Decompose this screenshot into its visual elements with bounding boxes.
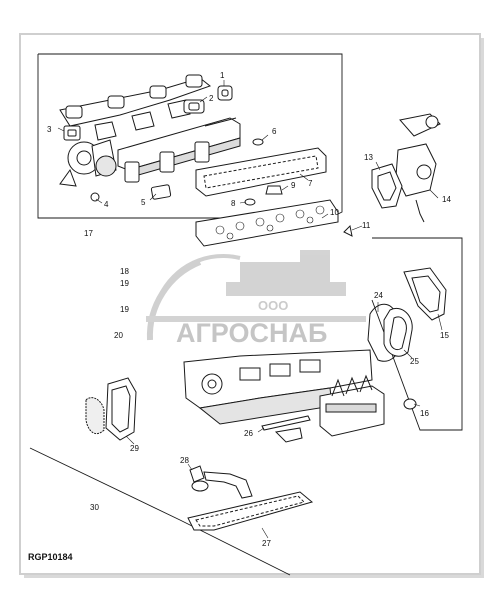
part-26-gasket-strip [261, 415, 311, 443]
part-3-gasket [63, 125, 81, 141]
callout-20: 20 [114, 331, 123, 340]
callout-11: 11 [362, 221, 371, 230]
part-5-gasket [150, 184, 172, 200]
part-16-o-ring [403, 398, 417, 410]
callout-3: 3 [47, 125, 52, 134]
part-29-front-cover-gasket [85, 377, 137, 441]
engine-block [183, 349, 373, 425]
tractor-gear-logo-icon [146, 254, 241, 341]
part-13-gasket [371, 163, 403, 209]
part-6-seal [252, 138, 264, 146]
callout-6: 6 [272, 127, 277, 136]
part-28-oil-pickup-tube [189, 465, 253, 499]
watermark-brand-text: АГРОСНАБ [176, 318, 327, 348]
agrosnab-watermark: ООО АГРОСНАБ [146, 250, 366, 348]
figure-code: RGP10184 [28, 552, 73, 562]
turbocharger [59, 139, 117, 187]
part-25-gasket [383, 308, 413, 357]
callout-19a: 19 [120, 279, 129, 288]
part-9-grommet [265, 185, 283, 195]
part-15-gasket [403, 267, 447, 321]
callout-labels: 1 2 3 4 5 6 7 8 9 10 11 13 14 15 17 18 1… [47, 71, 451, 548]
watermark-small-text: ООО [258, 298, 288, 313]
callout-14: 14 [442, 195, 451, 204]
callout-2: 2 [209, 94, 214, 103]
callout-10: 10 [330, 208, 339, 217]
callout-15: 15 [440, 331, 449, 340]
callout-16: 16 [420, 409, 429, 418]
callout-5: 5 [141, 198, 146, 207]
callout-7: 7 [308, 179, 313, 188]
callout-13: 13 [364, 153, 373, 162]
callout-4: 4 [104, 200, 109, 209]
part-27-oil-pan-gasket [187, 491, 314, 531]
part-11-seal [343, 224, 353, 237]
intake-manifold [117, 117, 241, 183]
callout-24: 24 [374, 291, 383, 300]
callout-29: 29 [130, 444, 139, 453]
callout-1: 1 [220, 71, 225, 80]
callout-9: 9 [291, 181, 296, 190]
part-4-gasket [90, 192, 100, 202]
kit-15-boundary [371, 237, 463, 431]
part-1-gasket [217, 85, 233, 101]
part-7-valve-cover-gasket [195, 147, 327, 197]
callout-30: 30 [90, 503, 99, 512]
callout-25: 25 [410, 357, 419, 366]
kit-30-boundary [29, 447, 291, 576]
callout-8: 8 [231, 199, 236, 208]
callout-27: 27 [262, 539, 271, 548]
callout-26: 26 [244, 429, 253, 438]
callout-18: 18 [120, 267, 129, 276]
callout-19b: 19 [120, 305, 129, 314]
part-8-seal [244, 198, 256, 206]
fuel-injection-pump [319, 374, 385, 437]
leader-lines [57, 80, 443, 539]
part-10-head-gasket [195, 199, 339, 247]
thermostat-housing [395, 113, 441, 223]
callout-28: 28 [180, 456, 189, 465]
callout-17: 17 [84, 229, 93, 238]
part-2-gasket [183, 99, 205, 114]
